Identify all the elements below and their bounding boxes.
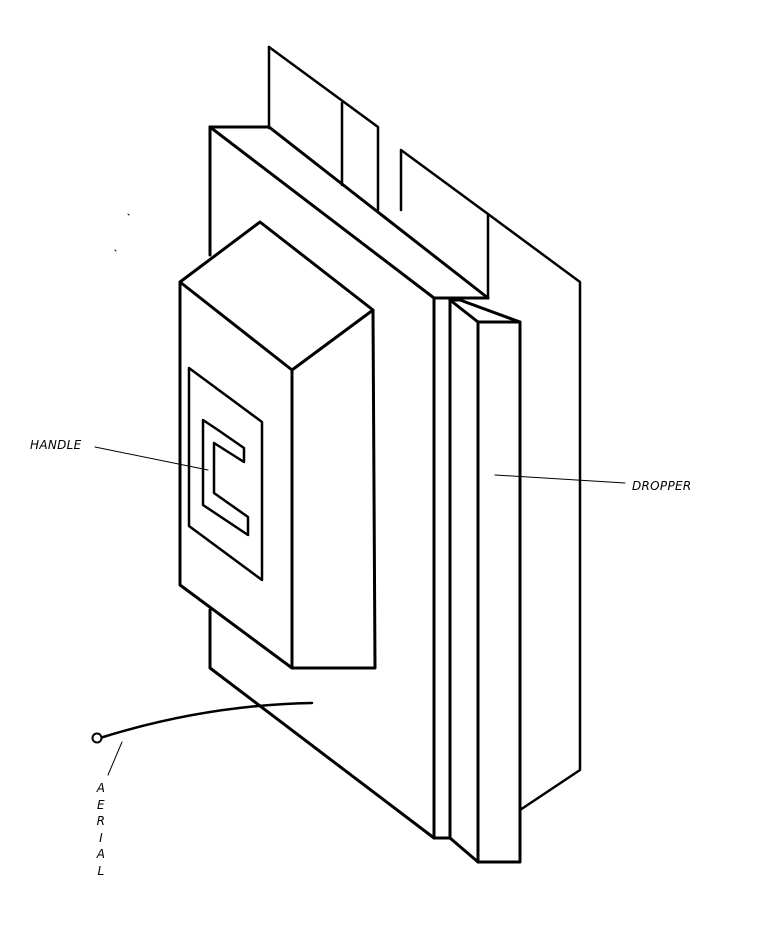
back-fin-right: [399, 148, 490, 300]
aerial-label-letter: L: [97, 863, 105, 878]
main-body: [208, 125, 490, 840]
back-plate: [486, 212, 582, 812]
aerial-label-letter: E: [97, 797, 105, 812]
handle-box: [178, 220, 377, 670]
dropper-leader: [494, 474, 626, 484]
dropper-label: DROPPER: [632, 479, 692, 493]
aerial-label-letter: A: [96, 847, 106, 861]
stray-marks: [114, 213, 130, 252]
aerial-wire: [91, 701, 314, 776]
handle-leader: [94, 446, 209, 471]
aerial-label-letter: I: [99, 830, 103, 845]
aerial-label-letter: A: [96, 781, 106, 795]
dropper-strip: [448, 298, 522, 864]
handle-label: HANDLE: [30, 438, 82, 452]
aerial-label-letter: R: [96, 814, 106, 828]
back-fin-left: [267, 45, 380, 212]
handle-grip: [187, 366, 264, 582]
